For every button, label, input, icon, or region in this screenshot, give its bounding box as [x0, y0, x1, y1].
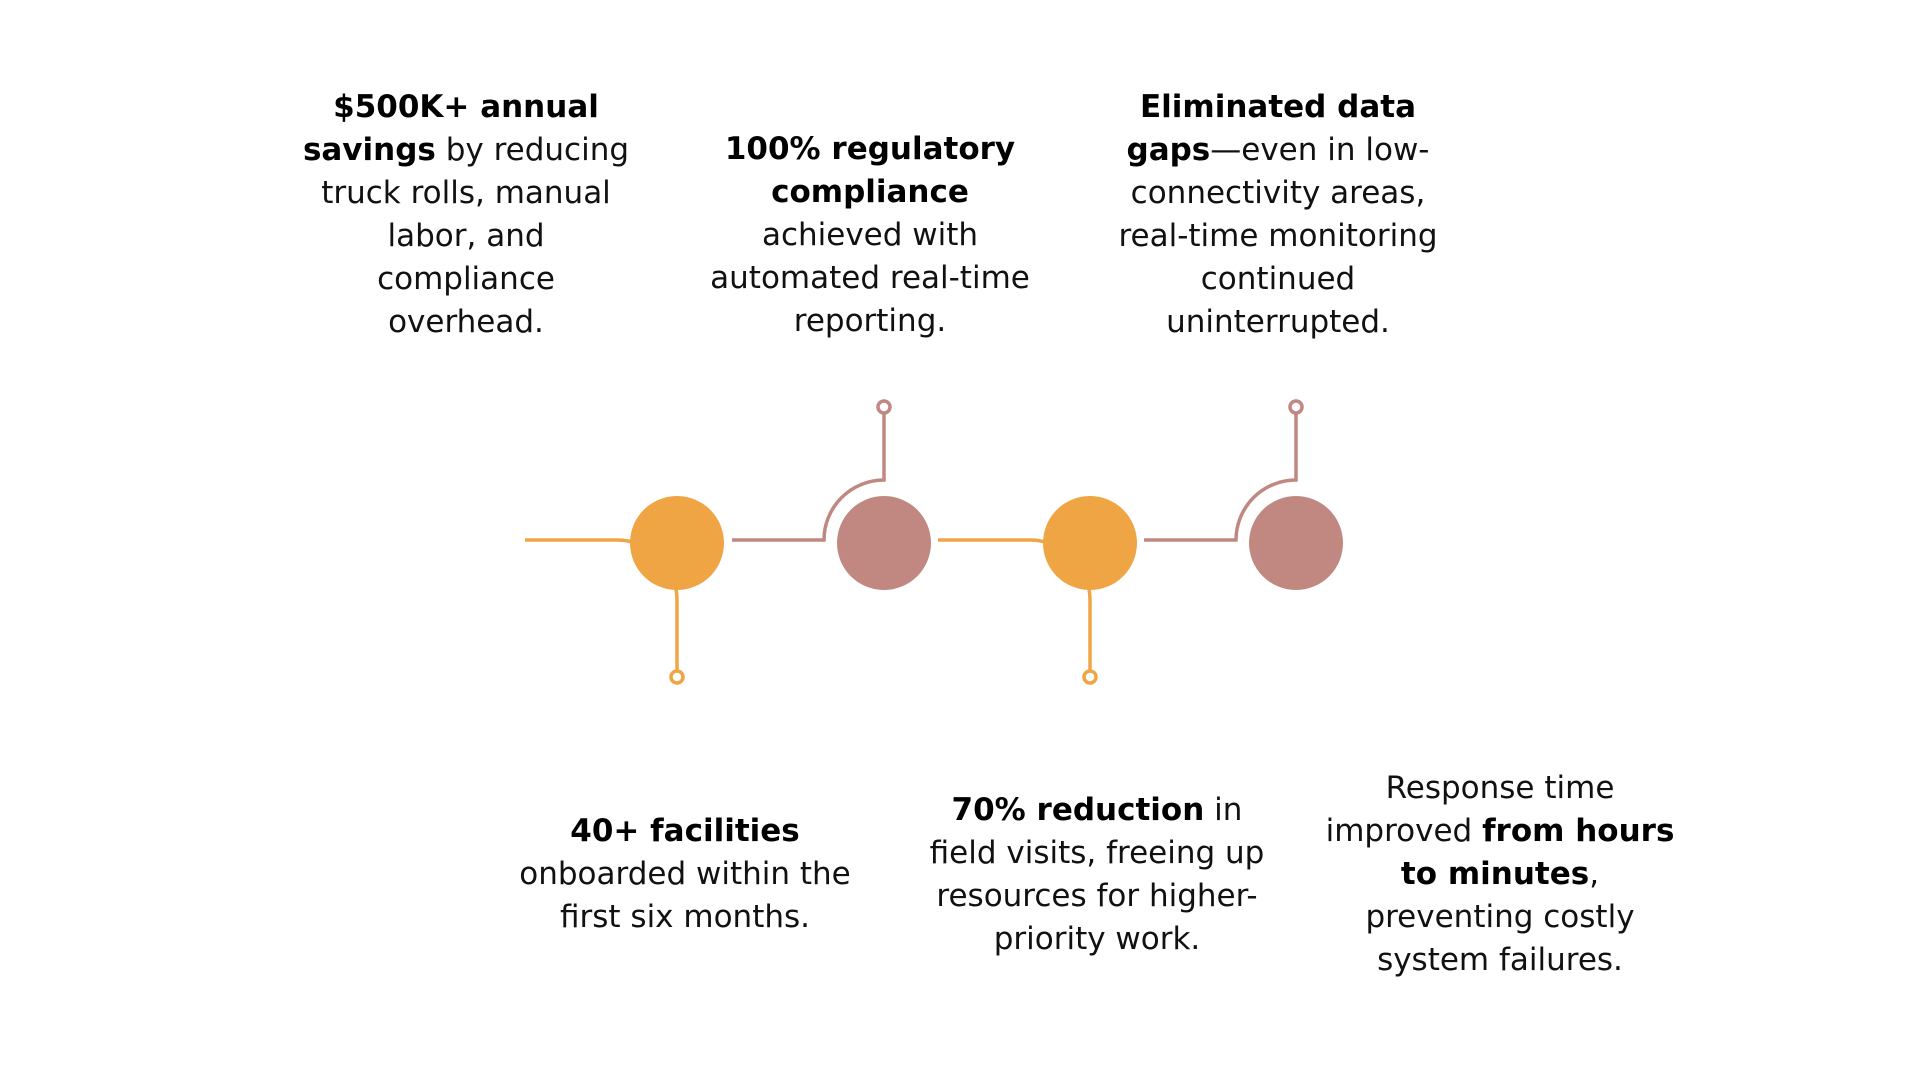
milestone-data-gaps-text: Eliminated data gaps—even in low-connect… — [1108, 86, 1448, 344]
connector-endpoint-1 — [669, 669, 685, 685]
connector-endpoint-2 — [876, 399, 892, 415]
milestone-response-time-prefix: Response time improved — [1325, 770, 1615, 849]
milestone-field-visits-highlight: 70% reduction — [951, 792, 1205, 828]
milestone-compliance-text: 100% regulatory compliance achieved with… — [700, 128, 1040, 343]
milestone-data-gaps-highlight: Eliminated data gaps — [1126, 89, 1417, 168]
milestone-savings-body: by reducing truck rolls, manual labor, a… — [321, 132, 630, 340]
milestone-savings-text: $500K+ annual savings by reducing truck … — [296, 86, 636, 344]
milestone-response-time-text: Response time improved from hours to min… — [1320, 767, 1680, 982]
milestone-field-visits-body: in field visits, freeing up resources fo… — [929, 792, 1265, 957]
milestone-node-2 — [837, 496, 931, 590]
connector-endpoint-3 — [1082, 669, 1098, 685]
connector-line-2 — [732, 413, 886, 542]
milestone-field-visits-text: 70% reduction in field visits, freeing u… — [917, 789, 1277, 961]
milestone-compliance-body: achieved with automated real-time report… — [710, 217, 1030, 339]
milestone-response-time-highlight: from hours to minutes — [1400, 813, 1675, 892]
milestone-facilities-text: 40+ facilities onboarded within the firs… — [500, 810, 870, 939]
milestone-facilities-highlight: 40+ facilities — [570, 813, 800, 849]
milestone-compliance-highlight: 100% regulatory compliance — [724, 131, 1016, 210]
milestone-response-time-body: , preventing costly system failures. — [1365, 856, 1635, 978]
milestone-node-1 — [630, 496, 724, 590]
connector-line-4 — [1144, 413, 1298, 542]
connector-endpoint-4 — [1288, 399, 1304, 415]
milestone-data-gaps-body: —even in low-connectivity areas, real-ti… — [1118, 132, 1438, 340]
milestone-facilities-body: onboarded within the first six months. — [519, 856, 851, 935]
milestone-savings-highlight: $500K+ annual savings — [302, 89, 599, 168]
milestone-node-3 — [1043, 496, 1137, 590]
milestone-node-4 — [1249, 496, 1343, 590]
